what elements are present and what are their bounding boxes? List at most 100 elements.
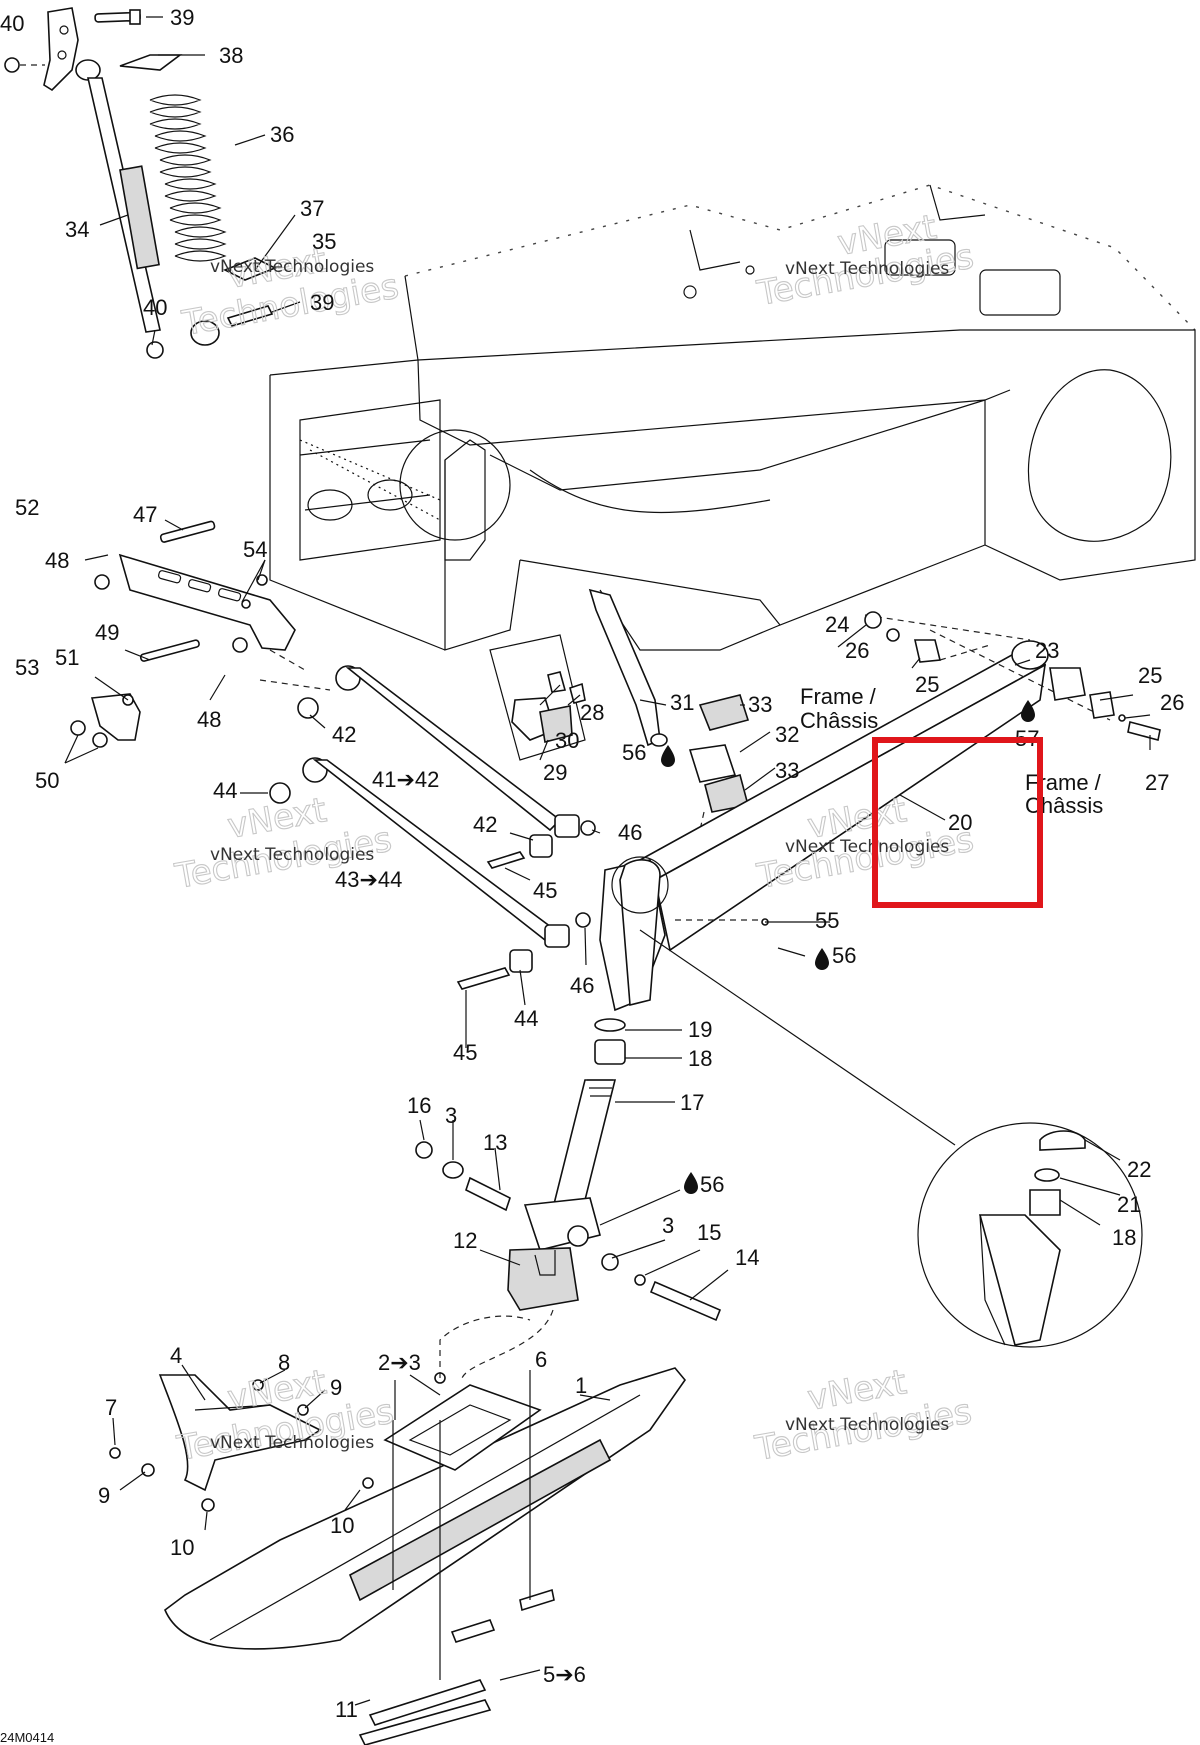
- callout-10: 10: [330, 1513, 354, 1538]
- callout-9: 9: [330, 1375, 342, 1400]
- callout-21: 21: [1117, 1192, 1141, 1217]
- callout-23: 23: [1035, 638, 1059, 663]
- bracket-52: [70, 520, 306, 748]
- frame-label-line1: Frame /: [1025, 770, 1102, 795]
- callout-2-3: 2➔3: [378, 1350, 421, 1375]
- callout-15: 15: [697, 1220, 721, 1245]
- callout-45: 45: [533, 878, 557, 903]
- watermark-small: vNext Technologies: [210, 845, 374, 865]
- callout-56: 56: [832, 943, 856, 968]
- callout-51: 51: [55, 645, 79, 670]
- callout-56: 56: [700, 1172, 724, 1197]
- callout-41-42: 41➔42: [372, 767, 439, 792]
- callout-45: 45: [453, 1040, 477, 1065]
- callout-48: 48: [197, 707, 221, 732]
- callout-14: 14: [735, 1245, 759, 1270]
- callout-labels: 40 39 38 36 34 37 35 40 39 52 47 48 54 4…: [0, 5, 1184, 1745]
- steering-parts: [489, 588, 750, 836]
- callout-16: 16: [407, 1093, 431, 1118]
- callout-3: 3: [662, 1213, 674, 1238]
- oil-drop-icon: [1021, 700, 1035, 722]
- callout-26: 26: [1160, 690, 1184, 715]
- frame-label-line2: Châssis: [800, 708, 878, 733]
- oil-drop-icon: [661, 745, 675, 767]
- callout-46: 46: [618, 820, 642, 845]
- callout-54: 54: [243, 537, 267, 562]
- callout-35: 35: [312, 229, 336, 254]
- callout-8: 8: [278, 1350, 290, 1375]
- callout-7: 7: [105, 1395, 117, 1420]
- callout-33: 33: [748, 692, 772, 717]
- trailing-arms: [259, 665, 596, 990]
- callout-46: 46: [570, 973, 594, 998]
- oil-drop-icons: [661, 700, 1035, 1194]
- callout-25: 25: [1138, 663, 1162, 688]
- callout-30: 30: [555, 728, 579, 753]
- callout-11: 11: [335, 1697, 358, 1722]
- leader-lines: [64, 16, 1151, 1706]
- callout-32: 32: [775, 722, 799, 747]
- callout-26: 26: [845, 638, 869, 663]
- callout-39: 39: [170, 5, 194, 30]
- frame-label-line1: Frame /: [800, 684, 877, 709]
- callout-53: 53: [15, 655, 39, 680]
- callout-44: 44: [514, 1006, 538, 1031]
- callout-55: 55: [815, 908, 839, 933]
- callout-50: 50: [35, 768, 59, 793]
- callout-18: 18: [688, 1046, 712, 1071]
- callout-28: 28: [580, 700, 604, 725]
- callout-48: 48: [45, 548, 69, 573]
- radius-rod-20: [599, 614, 1111, 1012]
- watermark-small: vNext Technologies: [785, 259, 949, 279]
- callout-17: 17: [680, 1090, 704, 1115]
- callout-27: 27: [1145, 770, 1169, 795]
- ski-assembly: [109, 1367, 687, 1745]
- callout-33: 33: [775, 758, 799, 783]
- callout-25: 25: [915, 672, 939, 697]
- callout-3: 3: [445, 1103, 457, 1128]
- callout-42: 42: [332, 722, 356, 747]
- callout-24: 24: [825, 612, 849, 637]
- callout-12: 12: [453, 1228, 477, 1253]
- oil-drop-icon: [815, 948, 829, 970]
- detail-view: [639, 929, 1143, 1348]
- callout-6: 6: [535, 1347, 547, 1372]
- watermark-small: vNext Technologies: [785, 837, 949, 857]
- watermark-small: vNext Technologies: [785, 1415, 949, 1435]
- callout-9: 9: [98, 1483, 110, 1508]
- watermark-small: vNext Technologies: [210, 257, 374, 277]
- highlight-box: [872, 737, 1043, 908]
- spindle-assembly: [415, 1018, 722, 1379]
- callout-22: 22: [1127, 1157, 1151, 1182]
- callout-18: 18: [1112, 1225, 1136, 1250]
- callout-36: 36: [270, 122, 294, 147]
- callout-49: 49: [95, 620, 119, 645]
- frame-chassis: [269, 184, 1196, 651]
- oil-drop-icon: [684, 1172, 698, 1194]
- callout-56: 56: [622, 740, 646, 765]
- callout-40: 40: [0, 11, 24, 36]
- callout-20: 20: [948, 810, 972, 835]
- callout-19: 19: [688, 1017, 712, 1042]
- callout-43-44: 43➔44: [335, 867, 402, 892]
- callout-31: 31: [670, 690, 694, 715]
- callout-5-6: 5➔6: [543, 1662, 586, 1687]
- watermark-small: vNext Technologies: [210, 1433, 374, 1453]
- callout-4: 4: [170, 1343, 182, 1368]
- frame-label-line2: Châssis: [1025, 793, 1103, 818]
- callout-40: 40: [143, 295, 167, 320]
- callout-47: 47: [133, 502, 157, 527]
- callout-42: 42: [473, 812, 497, 837]
- callout-37: 37: [300, 196, 324, 221]
- callout-10: 10: [170, 1535, 194, 1560]
- callout-34: 34: [65, 217, 89, 242]
- diagram-code: 24M0414: [0, 1730, 54, 1745]
- callout-38: 38: [219, 43, 243, 68]
- shock-absorber-assembly: [4, 7, 277, 359]
- callout-52: 52: [15, 495, 39, 520]
- callout-29: 29: [543, 760, 567, 785]
- callout-44: 44: [213, 778, 237, 803]
- callout-39: 39: [310, 290, 334, 315]
- callout-1: 1: [575, 1373, 587, 1398]
